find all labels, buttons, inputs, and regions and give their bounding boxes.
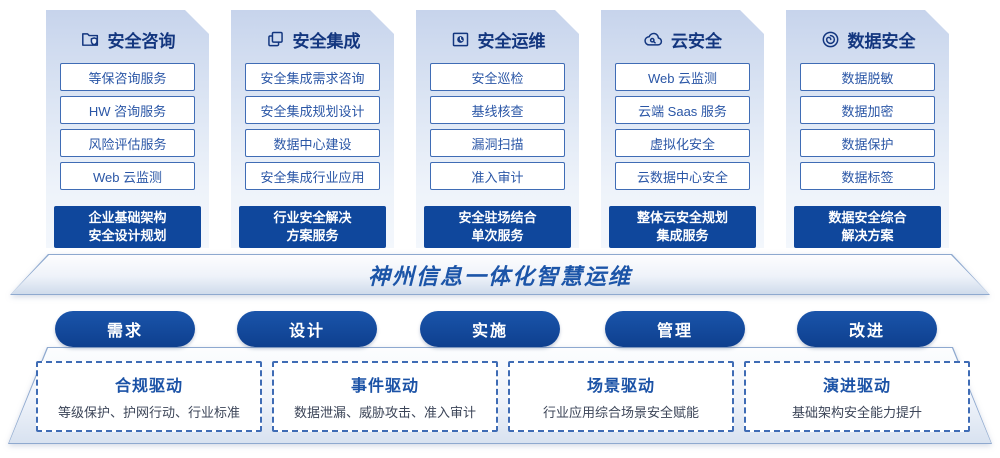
column-footer: 整体云安全规划 集成服务: [609, 206, 756, 248]
column-title: 安全运维: [477, 31, 546, 51]
service-item: 基线核查: [430, 96, 565, 124]
fingerprint-icon: [820, 29, 841, 50]
footer-line: 安全驻场结合: [458, 210, 537, 225]
banner-title: 神州信息一体化智慧运维: [367, 263, 632, 289]
copy-docs-icon: [265, 29, 286, 50]
driver-title: 合规驱动: [114, 378, 183, 395]
driver-title: 场景驱动: [586, 378, 655, 395]
driver-description: 基础架构安全能力提升: [791, 405, 922, 420]
column-header: 安全咨询: [46, 27, 209, 51]
column-items: 安全集成需求咨询 安全集成规划设计 数据中心建设 安全集成行业应用: [245, 63, 380, 190]
service-item: 云数据中心安全: [615, 162, 750, 190]
driver-description: 等级保护、护网行动、行业标准: [57, 405, 240, 420]
folder-shield-icon: [80, 29, 101, 50]
column-header: 云安全: [601, 27, 764, 51]
service-column-cloud-security: 云安全 Web 云监测 云端 Saas 服务 虚拟化安全 云数据中心安全 整体云…: [601, 10, 764, 248]
service-item: 准入审计: [430, 162, 565, 190]
service-item: 数据标签: [800, 162, 935, 190]
driver-title: 事件驱动: [350, 378, 419, 395]
column-items: 等保咨询服务 HW 咨询服务 风险评估服务 Web 云监测: [60, 63, 195, 190]
service-item: 虚拟化安全: [615, 129, 750, 157]
service-item: Web 云监测: [60, 162, 195, 190]
driver-box-scenario: 场景驱动 行业应用综合场景安全赋能: [508, 361, 734, 432]
process-step-management: 管理: [605, 311, 745, 347]
service-item: Web 云监测: [615, 63, 750, 91]
driver-description: 数据泄漏、威胁攻击、准入审计: [293, 405, 476, 420]
footer-line: 企业基础架构: [88, 210, 167, 225]
banner-background: [11, 255, 989, 294]
service-item: 安全集成行业应用: [245, 162, 380, 190]
column-header: 数据安全: [786, 27, 949, 51]
service-column-data-security: 数据安全 数据脱敏 数据加密 数据保护 数据标签 数据安全综合 解决方案: [786, 10, 949, 248]
driver-box-evolution: 演进驱动 基础架构安全能力提升: [744, 361, 970, 432]
service-item: 安全集成需求咨询: [245, 63, 380, 91]
process-step-improvement: 改进: [797, 311, 937, 347]
column-title: 云安全: [671, 31, 722, 51]
service-item: 等保咨询服务: [60, 63, 195, 91]
column-items: 数据脱敏 数据加密 数据保护 数据标签: [800, 63, 935, 190]
service-column-security-consulting: 安全咨询 等保咨询服务 HW 咨询服务 风险评估服务 Web 云监测 企业基础架…: [46, 10, 209, 248]
service-item: 安全集成规划设计: [245, 96, 380, 124]
column-footer: 数据安全综合 解决方案: [794, 206, 941, 248]
service-item: 风险评估服务: [60, 129, 195, 157]
service-item: 云端 Saas 服务: [615, 96, 750, 124]
column-footer: 企业基础架构 安全设计规划: [54, 206, 201, 248]
column-header: 安全集成: [231, 27, 394, 51]
service-item: 数据中心建设: [245, 129, 380, 157]
platform-banner: 神州信息一体化智慧运维: [10, 254, 990, 295]
folder-clock-icon: [450, 29, 471, 50]
column-header: 安全运维: [416, 27, 579, 51]
driver-box-compliance: 合规驱动 等级保护、护网行动、行业标准: [36, 361, 262, 432]
column-title: 安全咨询: [107, 31, 176, 51]
footer-line: 解决方案: [841, 228, 894, 243]
process-step-implementation: 实施: [420, 311, 560, 347]
process-step-requirements: 需求: [55, 311, 195, 347]
driver-title: 演进驱动: [822, 378, 891, 395]
footer-line: 整体云安全规划: [636, 210, 728, 225]
footer-line: 安全设计规划: [88, 228, 167, 243]
column-title: 数据安全: [847, 31, 916, 51]
column-items: Web 云监测 云端 Saas 服务 虚拟化安全 云数据中心安全: [615, 63, 750, 190]
service-item: HW 咨询服务: [60, 96, 195, 124]
service-column-security-integration: 安全集成 安全集成需求咨询 安全集成规划设计 数据中心建设 安全集成行业应用 行…: [231, 10, 394, 248]
service-item: 数据加密: [800, 96, 935, 124]
column-title: 安全集成: [292, 31, 361, 51]
footer-line: 单次服务: [471, 228, 524, 243]
process-step-design: 设计: [237, 311, 377, 347]
service-item: 数据保护: [800, 129, 935, 157]
driver-description: 行业应用综合场景安全赋能: [542, 405, 699, 420]
column-items: 安全巡检 基线核查 漏洞扫描 准入审计: [430, 63, 565, 190]
driver-box-incident: 事件驱动 数据泄漏、威胁攻击、准入审计: [272, 361, 498, 432]
service-item: 漏洞扫描: [430, 129, 565, 157]
column-footer: 安全驻场结合 单次服务: [424, 206, 571, 248]
footer-line: 方案服务: [286, 228, 339, 243]
service-item: 数据脱敏: [800, 63, 935, 91]
footer-line: 行业安全解决: [273, 210, 352, 225]
cloud-icon: [643, 29, 664, 50]
service-item: 安全巡检: [430, 63, 565, 91]
service-column-security-operations: 安全运维 安全巡检 基线核查 漏洞扫描 准入审计 安全驻场结合 单次服务: [416, 10, 579, 248]
footer-line: 数据安全综合: [828, 210, 907, 225]
footer-line: 集成服务: [656, 228, 709, 243]
column-footer: 行业安全解决 方案服务: [239, 206, 386, 248]
